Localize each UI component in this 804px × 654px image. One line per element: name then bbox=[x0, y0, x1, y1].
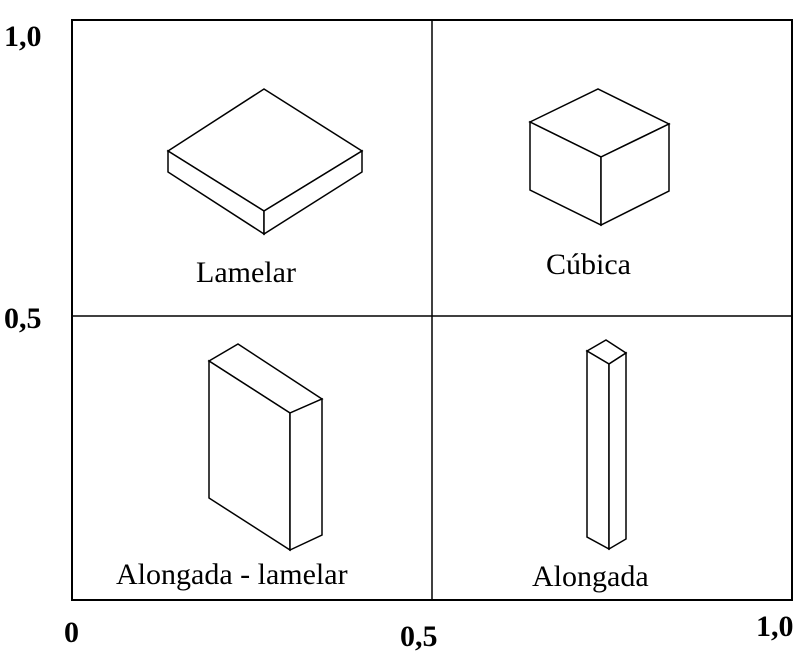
x-axis-label-right: 1,0 bbox=[756, 610, 794, 643]
slab-top-face bbox=[166, 88, 364, 212]
label-cubica: Cúbica bbox=[546, 248, 631, 281]
slab-right-face bbox=[263, 149, 363, 236]
label-lamelar: Lamelar bbox=[196, 256, 296, 289]
column-right-face bbox=[608, 351, 627, 551]
y-axis-label-middle: 0,5 bbox=[4, 302, 42, 335]
x-axis-label-middle: 0,5 bbox=[400, 620, 438, 653]
cubic-shape bbox=[528, 88, 671, 227]
label-alongada: Alongada bbox=[532, 560, 649, 593]
y-axis-label-top: 1,0 bbox=[4, 20, 42, 53]
cube-right-face bbox=[600, 122, 670, 227]
x-axis-label-left: 0 bbox=[64, 616, 79, 649]
lamelar-slab-shape bbox=[166, 88, 364, 236]
label-alongada-lamelar: Alongada - lamelar bbox=[116, 558, 348, 591]
tall-slab-side-face bbox=[289, 397, 323, 552]
elongated-column-shape bbox=[585, 339, 628, 551]
column-left-face bbox=[586, 349, 610, 551]
elongated-lamelar-shape bbox=[207, 343, 324, 552]
